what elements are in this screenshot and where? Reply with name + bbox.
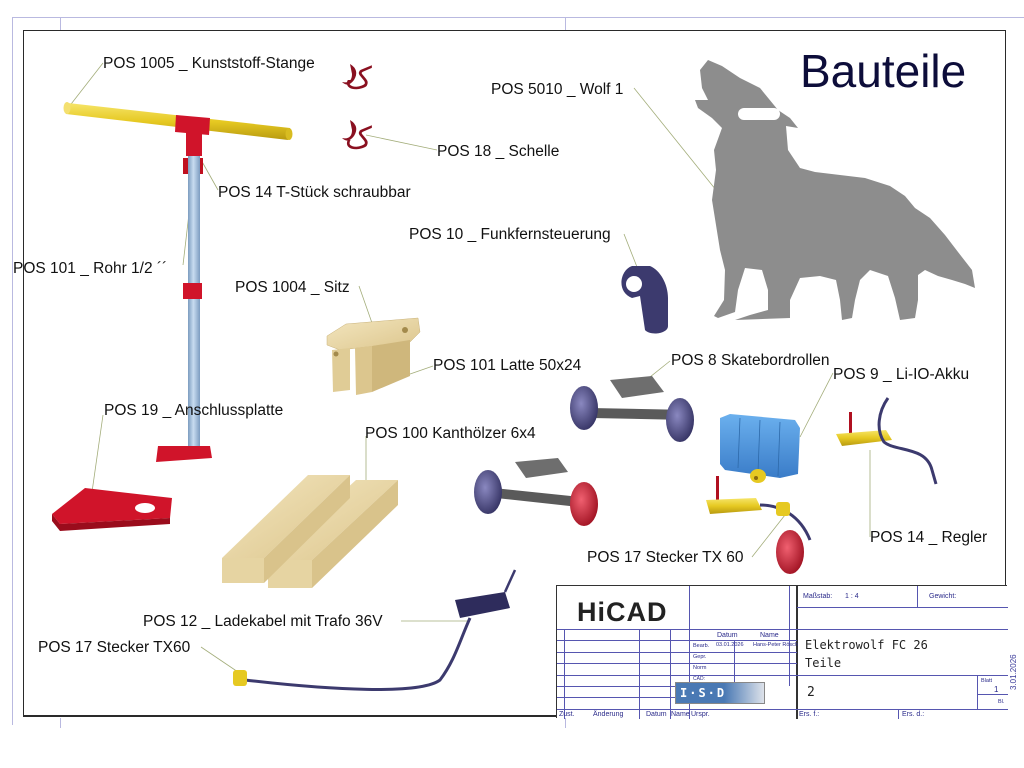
name-header: Name <box>760 632 779 639</box>
col-name: Name <box>671 711 690 718</box>
leader-stecker-b <box>200 646 239 673</box>
skatebordrollen-part-2 <box>474 458 598 526</box>
massstab-label: Maßstab: <box>803 593 833 600</box>
kanthoelzer-part <box>222 475 398 588</box>
leader-akku <box>799 372 834 438</box>
isd-logo-text: I·S·D <box>680 686 727 700</box>
sheet-tick-mark <box>60 718 61 728</box>
label-schelle: POS 18 _ Schelle <box>437 143 560 160</box>
small-base-plate <box>156 446 212 462</box>
sheet-tick-mark <box>60 17 61 30</box>
funkfernsteuerung-part <box>621 266 668 334</box>
bl-label: Bl. <box>998 699 1005 705</box>
sheet-tick-mark <box>565 718 566 728</box>
col-ers-d: Ers. d.: <box>902 711 925 718</box>
regler-part <box>836 397 938 485</box>
datum-header: Datum <box>717 632 738 639</box>
blatt-value: 1 <box>994 685 999 694</box>
massstab-value: 1 : 4 <box>845 593 859 600</box>
drawing-frame <box>23 30 1006 717</box>
label-stecker-tx60-a: POS 17 Stecker TX 60 <box>587 549 744 566</box>
label-t-stueck: POS 14 T-Stück schraubbar <box>218 184 411 201</box>
stecker-tx60-part-a <box>706 476 812 574</box>
drawing-number: 2 <box>807 685 815 700</box>
row-norm: Norm <box>693 665 707 671</box>
rohr-part <box>188 156 200 450</box>
col-zust: Zust. <box>559 711 575 718</box>
sheet-outer-left-line <box>12 17 13 725</box>
label-stecker-tx60-b: POS 17 Stecker TX60 <box>38 639 191 656</box>
blatt-label: Blatt <box>981 678 993 684</box>
side-date: 3.01.2026 <box>1009 654 1018 690</box>
bearb-name: Hans-Peter Rösch <box>753 642 798 648</box>
label-anschlussplatte: POS 19 _ Anschlussplatte <box>104 402 284 419</box>
col-ers-f: Ers. f.: <box>799 711 820 718</box>
akku-part <box>720 414 800 483</box>
sheet-tick-mark <box>565 17 566 30</box>
label-latte: POS 101 Latte 50x24 <box>433 357 582 374</box>
col-datum: Datum <box>646 711 667 718</box>
label-skatebordrollen: POS 8 Skatebordrollen <box>671 352 830 369</box>
ladekabel-part <box>233 569 517 691</box>
label-kanthoelzer: POS 100 Kanthölzer 6x4 <box>365 425 536 442</box>
drawing-subtitle: Teile <box>805 656 842 670</box>
sheet-title: Bauteile <box>800 45 967 97</box>
wolf-slot <box>738 108 780 120</box>
label-kunststoff-stange: POS 1005 _ Kunststoff-Stange <box>103 55 315 72</box>
col-aenderung: Änderung <box>593 711 624 718</box>
bearb-datum: 03.01.2026 <box>716 642 744 648</box>
label-wolf: POS 5010 _ Wolf 1 <box>491 81 624 98</box>
row-bearb: Bearb. <box>693 643 710 649</box>
leader-kunststoff-stange <box>67 62 104 109</box>
schelle-part-1: ک <box>345 61 372 96</box>
hicad-logo: HiCAD <box>577 597 668 627</box>
sheet-outer-top-line <box>12 17 1024 18</box>
row-cad: CAD: <box>693 676 705 682</box>
label-rohr: POS 101 _ Rohr 1/2 ´´ <box>13 260 168 277</box>
title-block: HiCAD I·S·D Maßstab: 1 : 4 Gewicht: Datu… <box>556 585 1008 719</box>
stecker-tx60-part-b <box>233 670 247 686</box>
isd-logo: I·S·D <box>675 682 765 704</box>
anschlussplatte-part <box>52 488 172 531</box>
schelle-on-tube <box>183 283 202 299</box>
label-funkfernsteuerung: POS 10 _ Funkfernsteuerung <box>409 226 611 243</box>
leader-stecker-a <box>751 514 786 558</box>
label-akku: POS 9 _ Li-IO-Akku <box>833 366 970 383</box>
row-gepr: Gepr. <box>693 654 707 660</box>
sitz-part <box>326 317 421 395</box>
col-urspr: Urspr. <box>691 711 710 718</box>
leader-wolf <box>633 87 721 196</box>
label-ladekabel: POS 12 _ Ladekabel mit Trafo 36V <box>143 613 383 630</box>
label-sitz: POS 1004 _ Sitz <box>235 279 350 296</box>
gewicht-label: Gewicht: <box>929 593 957 600</box>
label-regler: POS 14 _ Regler <box>870 529 988 546</box>
skatebordrollen-part-1 <box>570 376 694 442</box>
drawing-title: Elektrowolf FC 26 <box>805 638 928 652</box>
wolf-part <box>695 60 975 320</box>
leader-schelle <box>365 134 438 151</box>
